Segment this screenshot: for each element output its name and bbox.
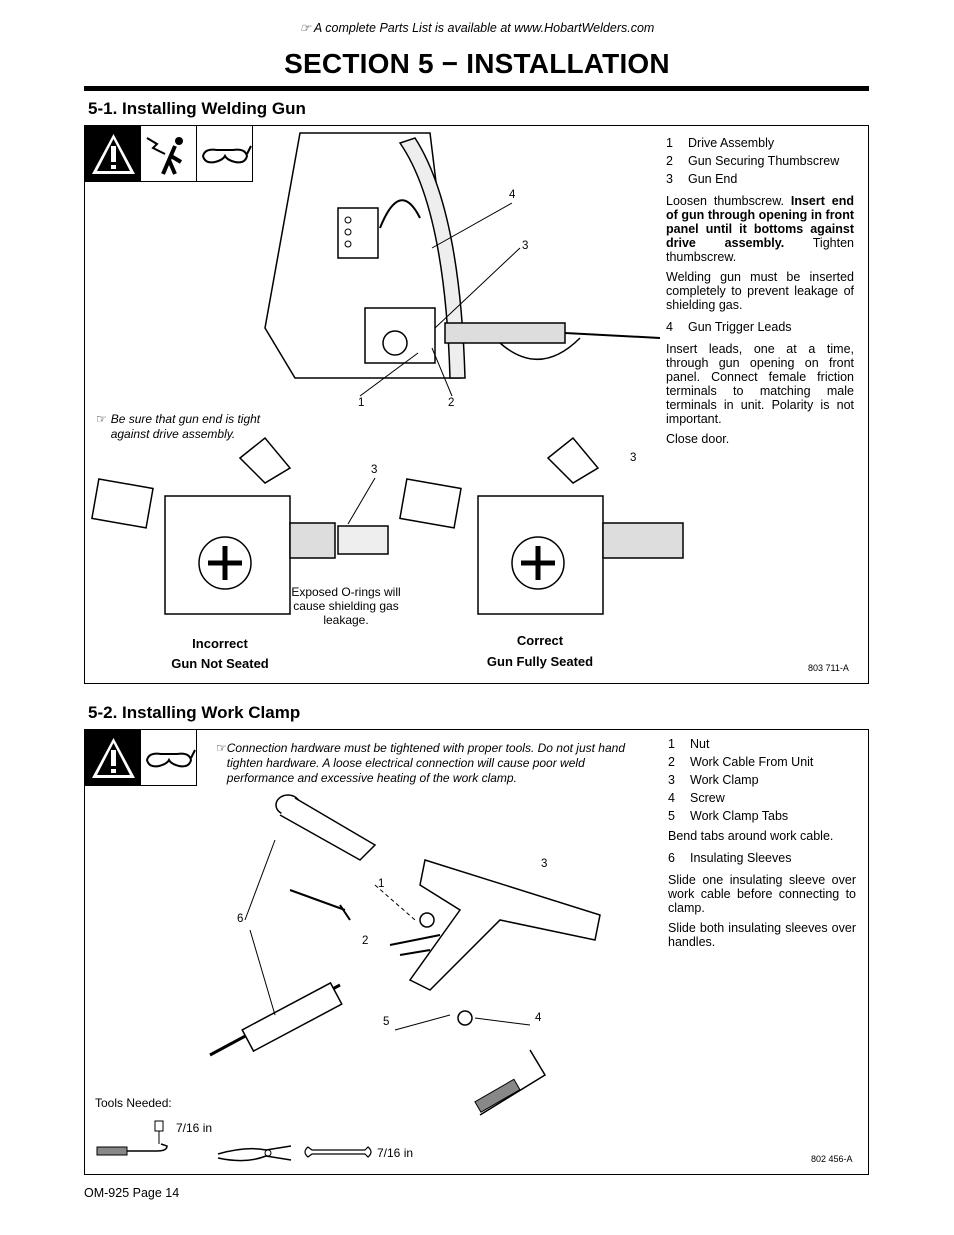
work-clamp-illustration <box>209 794 601 1116</box>
callout-3-incorrect: 3 <box>371 464 378 476</box>
callout-5: 5 <box>383 1016 390 1028</box>
parts-list-note-text: A complete Parts List is available at ww… <box>313 21 655 35</box>
safety-glasses-icon <box>196 125 253 182</box>
pliers-icon <box>217 1145 292 1162</box>
incorrect-caption: Incorrect <box>192 636 248 651</box>
pointing-hand-icon: ☞ <box>299 21 311 35</box>
gun-inserted-paragraph: Welding gun must be inserted completely … <box>666 270 854 312</box>
callout-2: 2 <box>362 935 369 947</box>
section-1-heading: 5-1. Installing Welding Gun <box>88 99 306 118</box>
warning-triangle-icon <box>84 729 141 786</box>
callout-3: 3 <box>522 240 529 252</box>
electric-shock-icon <box>140 125 197 182</box>
pointing-hand-icon: ☞ <box>216 741 227 755</box>
safety-glasses-icon <box>140 729 197 786</box>
callout-6: 6 <box>237 913 244 925</box>
callout-3: 3 <box>541 858 548 870</box>
gun-tight-note-text: Be sure that gun end is tight against dr… <box>110 412 261 441</box>
bend-tabs-paragraph: Bend tabs around work cable. <box>668 829 834 843</box>
wrench-size-label: 7/16 in <box>377 1146 414 1160</box>
slide-both-paragraph: Slide both insulating sleeves over handl… <box>668 921 856 949</box>
correct-subcaption: Gun Fully Seated <box>486 654 594 669</box>
callout-1: 1 <box>358 397 365 409</box>
correct-seating-illustration <box>399 436 684 615</box>
insert-leads-paragraph: Insert leads, one at a time, through gun… <box>666 342 854 426</box>
section-1-box <box>84 125 869 684</box>
gun-installation-illustration <box>264 132 660 397</box>
callout-4: 4 <box>535 1012 542 1024</box>
callout-1: 1 <box>378 878 385 890</box>
section-2-box <box>84 729 869 1175</box>
o-ring-warning: Exposed O-rings will cause shielding gas… <box>291 585 401 627</box>
open-end-wrench-icon <box>304 1146 372 1158</box>
callout-3-correct: 3 <box>630 452 637 464</box>
correct-caption: Correct <box>516 633 564 648</box>
callout-4: 4 <box>509 189 516 201</box>
tools-needed-label: Tools Needed: <box>95 1096 172 1110</box>
hardware-note: ☞ Connection hardware must be tightened … <box>216 741 626 786</box>
incorrect-subcaption: Gun Not Seated <box>171 656 269 671</box>
page-footer: OM-925 Page 14 <box>84 1186 180 1200</box>
gun-tight-note: ☞ Be sure that gun end is tight against … <box>96 412 296 442</box>
incorrect-seating-illustration <box>91 436 389 615</box>
socket-size-label: 7/16 in <box>176 1121 213 1135</box>
close-door-paragraph: Close door. <box>666 432 730 446</box>
warning-triangle-icon <box>84 125 141 182</box>
socket-wrench-icon <box>96 1120 168 1156</box>
title-rule <box>84 86 869 91</box>
parts-list-note: ☞ A complete Parts List is available at … <box>0 20 954 35</box>
slide-sleeve-paragraph: Slide one insulating sleeve over work ca… <box>668 873 856 915</box>
part-number-2: 802 456-A <box>811 1154 853 1164</box>
callout-2: 2 <box>448 397 455 409</box>
page-title: SECTION 5 − INSTALLATION <box>284 48 670 79</box>
insert-gun-paragraph: Loosen thumbscrew. Insert end of gun thr… <box>666 194 854 264</box>
section-2-heading: 5-2. Installing Work Clamp <box>88 703 301 722</box>
hardware-note-text: Connection hardware must be tightened wi… <box>226 741 626 785</box>
part-number-1: 803 711-A <box>808 663 849 673</box>
pointing-hand-icon: ☞ <box>96 412 107 426</box>
